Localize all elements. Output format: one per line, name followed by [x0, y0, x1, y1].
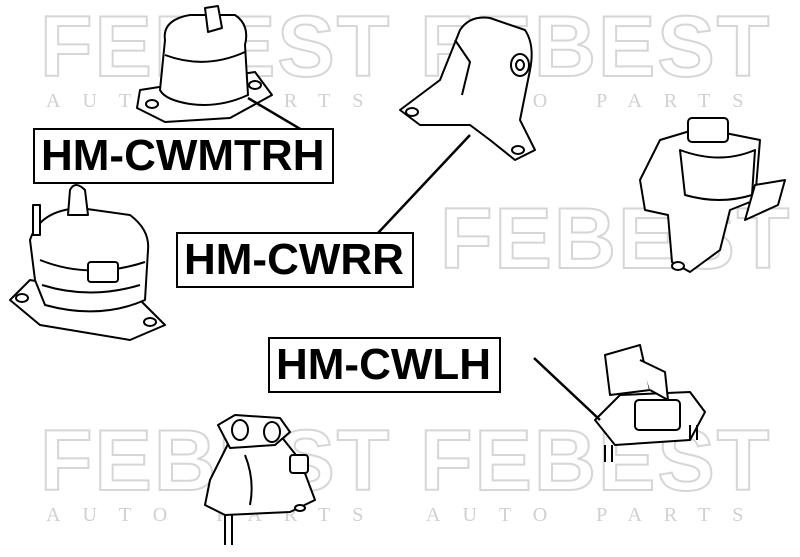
part-label-hm-cwlh: HM-CWLH — [268, 337, 502, 393]
engine-mount-top-illustration — [136, 5, 273, 123]
leader-line-hm-cwmtrh — [247, 96, 303, 132]
watermark-subtitle: AUTO PARTS — [426, 504, 766, 526]
leader-line-hm-cwlh — [533, 357, 601, 421]
rear-mount-bracket-illustration — [399, 16, 536, 161]
engine-mount-right-illustration — [639, 117, 786, 273]
part-label-hm-cwmtrh: HM-CWMTRH — [33, 128, 335, 184]
leader-line-hm-cwrr — [377, 134, 471, 234]
engine-mount-lh-illustration — [594, 344, 706, 462]
engine-mount-bottom-illustration — [204, 414, 316, 545]
watermark-logo: FEBEST — [419, 413, 772, 509]
engine-mount-left-illustration — [9, 184, 166, 341]
part-label-hm-cwrr: HM-CWRR — [176, 232, 414, 288]
